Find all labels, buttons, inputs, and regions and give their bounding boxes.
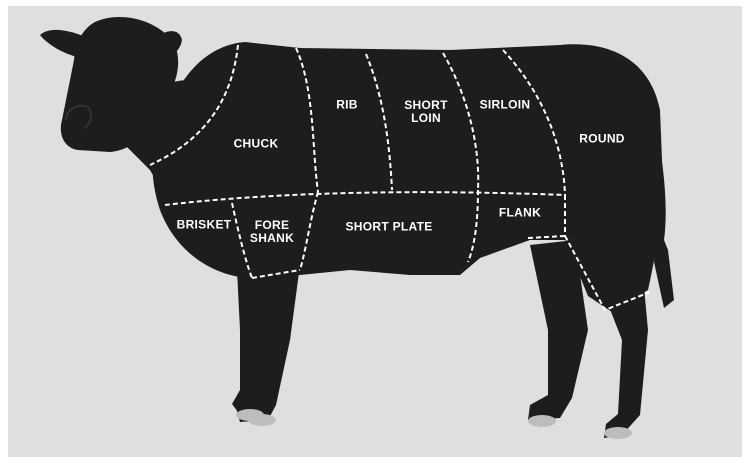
label-round: ROUND xyxy=(579,133,625,146)
hoof xyxy=(604,427,632,439)
hoof xyxy=(248,414,276,426)
label-brisket: BRISKET xyxy=(177,219,232,232)
label-short-loin: SHORT LOIN xyxy=(404,99,448,125)
hoof xyxy=(528,415,556,427)
label-rib: RIB xyxy=(336,99,358,112)
label-short-plate: SHORT PLATE xyxy=(345,221,432,234)
label-chuck: CHUCK xyxy=(234,138,279,151)
label-fore-shank: FORE SHANK xyxy=(250,219,294,245)
label-sirloin: SIRLOIN xyxy=(480,99,531,112)
beef-cuts-diagram: CHUCK RIB SHORT LOIN SIRLOIN ROUND BRISK… xyxy=(8,6,742,457)
label-flank: FLANK xyxy=(499,207,541,220)
